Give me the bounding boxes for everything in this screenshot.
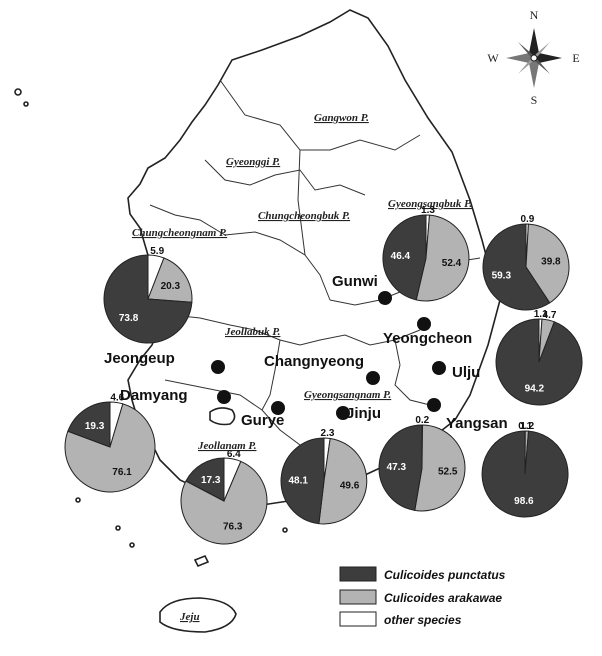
pie-label-changnyeong-punctatus: 48.1 (288, 476, 308, 487)
pie-label-damyang-punctatus: 19.3 (85, 421, 105, 432)
site-label-damyang: Damyang (120, 387, 188, 404)
pie-changnyeong: 2.3 49.6 48.1 (280, 428, 368, 525)
pie-label-jinju-other: 0.2 (415, 415, 429, 426)
pie-label-gunwi-arakawae: 52.4 (442, 258, 462, 269)
pie-label-yeongcheon-other: 0.9 (520, 214, 534, 225)
pie-label-yangsan-punctatus: 98.6 (514, 496, 534, 507)
pie-label-ulju-arakawae: 4.7 (543, 310, 557, 321)
pie-slice-gunwi-punctatus (382, 214, 427, 301)
site-label-jinju: Jinju (346, 405, 381, 422)
pie-slice-ulju-punctatus (495, 318, 583, 406)
province-label-gyeongbuk: Gyeongsangbuk P. (388, 198, 472, 210)
pie-label-gunwi-punctatus: 46.4 (391, 251, 411, 262)
province-labels: Gangwon P. Gyeonggi P. Chungcheongbuk P.… (132, 112, 472, 623)
pie-label-gurye-arakawae: 76.3 (223, 521, 243, 532)
legend: Culicoides punctatus Culicoides arakawae… (339, 566, 506, 627)
pie-slice-damyang-arakawae (64, 403, 156, 493)
pie-label-ulju-other: 1.1 (534, 309, 548, 320)
site-dot-changnyeong (366, 371, 380, 385)
pie-slice-yeongcheon-punctatus (482, 223, 551, 311)
pie-label-damyang-other: 4.6 (110, 393, 124, 404)
pie-label-damyang-arakawae: 76.1 (112, 467, 132, 478)
site-dot-damyang (217, 390, 231, 404)
legend-label-punctatus: Culicoides punctatus (384, 568, 506, 582)
legend-label-other: other species (384, 613, 462, 627)
site-dot-jeongeup (211, 360, 225, 374)
site-label-gunwi: Gunwi (332, 273, 378, 290)
pie-label-gurye-punctatus: 17.3 (201, 475, 221, 486)
pie-slice-gurye-punctatus (185, 457, 225, 502)
pie-label-jeongeup-arakawae: 20.3 (161, 281, 181, 292)
pie-label-ulju-punctatus: 94.2 (525, 383, 545, 394)
site-dot-gunwi (378, 291, 392, 305)
legend-label-arakawae: Culicoides arakawae (384, 591, 502, 605)
site-label-ulju: Ulju (452, 364, 480, 381)
province-label-jeonbuk: Jeollabuk P. (224, 326, 280, 338)
pie-slice-gurye-arakawae (180, 460, 268, 545)
site-label-changnyeong: Changnyeong (264, 353, 364, 370)
pie-slice-jinju-punctatus (378, 424, 423, 511)
site-dot-ulju (432, 361, 446, 375)
site-label-gurye: Gurye (241, 412, 284, 429)
pie-yeongcheon: 0.9 39.8 59.3 (482, 214, 570, 311)
site-label-jeongeup: Jeongeup (104, 350, 175, 367)
pie-slice-changnyeong-arakawae (318, 437, 368, 525)
pie-yangsan: 0.11.2 98.6 (481, 421, 569, 518)
pie-ulju: 1.14.7 94.2 (495, 309, 583, 406)
site-dot-yeongcheon (417, 317, 431, 331)
site-label-yeongcheon: Yeongcheon (383, 330, 472, 347)
site-dot-gurye (271, 401, 285, 415)
legend-swatch-other (339, 611, 377, 627)
pie-label-changnyeong-arakawae: 49.6 (340, 480, 360, 491)
province-label-chungbuk: Chungcheongbuk P. (258, 210, 350, 222)
pie-jeongeup: 5.9 20.3 73.8 (103, 246, 193, 344)
pie-label-yangsan-arakawae: 1.2 (520, 421, 534, 432)
province-label-jeonnam: Jeollanam P. (197, 440, 256, 452)
pie-gurye: 6.4 76.3 17.3 (180, 449, 268, 545)
compass-n-label: N (530, 8, 539, 22)
pie-label-gunwi-other: 1.3 (421, 205, 435, 216)
province-label-chungnam: Chungcheongnam P. (132, 227, 227, 239)
pie-label-jeongeup-other: 5.9 (150, 246, 164, 257)
pie-slice-changnyeong-punctatus (280, 437, 325, 525)
pie-label-jinju-punctatus: 47.3 (387, 462, 407, 473)
pie-label-yeongcheon-arakawae: 39.8 (541, 256, 561, 267)
legend-swatch-punctatus (339, 566, 377, 582)
pie-slice-yangsan-punctatus (481, 430, 569, 518)
compass-rose: N S W E (487, 8, 579, 107)
pie-jinju: 0.2 52.5 47.3 (378, 415, 466, 512)
pie-charts: 1.3 52.4 46.4 0.9 39.8 59.3 5.9 20.3 73.8 1.14.7 9… (64, 205, 583, 545)
site-label-yangsan: Yangsan (446, 415, 508, 432)
pie-label-changnyeong-other: 2.3 (321, 428, 335, 439)
pie-label-yeongcheon-punctatus: 59.3 (492, 270, 512, 281)
site-dot-jinju (336, 406, 350, 420)
pie-label-jinju-arakawae: 52.5 (438, 466, 458, 477)
compass-w-label: W (487, 51, 499, 65)
compass-s-label: S (531, 93, 538, 107)
pie-slice-jeongeup-punctatus (103, 254, 193, 344)
pie-label-gurye-other: 6.4 (227, 449, 241, 460)
province-label-gangwon: Gangwon P. (314, 112, 369, 124)
pie-gunwi: 1.3 52.4 46.4 (382, 205, 470, 302)
province-label-gyeongnam: Gyeongsangnam P. (304, 389, 391, 401)
pie-slice-damyang-punctatus (67, 401, 111, 448)
pie-slice-jinju-arakawae (414, 424, 466, 512)
pie-damyang: 4.6 76.1 19.3 (64, 393, 156, 493)
site-labels: Gunwi Yeongcheon Jeongeup Changnyeong Ul… (104, 273, 508, 432)
legend-swatch-arakawae (339, 589, 377, 605)
province-label-gyeonggi: Gyeonggi P. (226, 156, 280, 168)
pie-label-yangsan-other: 0.1 (518, 421, 532, 432)
province-label-jeju: Jeju (179, 611, 200, 623)
site-dot-yangsan (427, 398, 441, 412)
pie-slice-jeongeup-arakawae (147, 257, 193, 303)
pie-label-jeongeup-punctatus: 73.8 (119, 313, 139, 324)
pie-slice-gunwi-arakawae (415, 214, 470, 302)
compass-e-label: E (572, 51, 579, 65)
site-dots (211, 291, 446, 420)
